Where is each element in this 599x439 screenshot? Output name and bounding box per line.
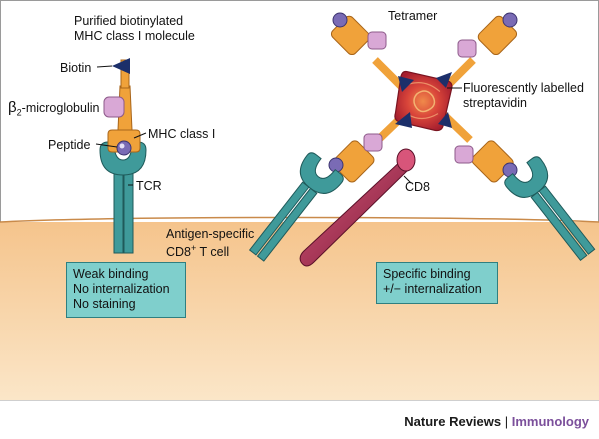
- peptide-highlight: [119, 143, 125, 149]
- cd8-stalk: [299, 157, 411, 267]
- tetramer-b2m-top-right: [457, 39, 477, 58]
- footer: [0, 400, 599, 439]
- tcr-beta-chain: [123, 164, 134, 254]
- cd8-label: CD8: [405, 180, 431, 194]
- b2-microglobulin-label: β2-microglobulin: [8, 99, 100, 120]
- tetramer-b2m-top-left: [367, 31, 387, 50]
- tcr-alpha-chain: [113, 164, 124, 254]
- monomer-complex: [95, 58, 147, 254]
- tetramer-peptide-top-left: [332, 12, 348, 28]
- b2-microglobulin: [103, 96, 125, 118]
- specific-binding-box: Specific binding +/− internalization: [376, 262, 498, 304]
- specific-box-line2: +/− internalization: [383, 282, 482, 296]
- cd8-leader: [403, 175, 412, 184]
- t-cell-label-line1: Antigen-specific: [166, 227, 255, 241]
- t-cell-cd8: CD8: [166, 245, 192, 260]
- purified-mhc-label-line1: Purified biotinylated: [74, 14, 184, 28]
- tetramer-tcr-left: [248, 152, 344, 262]
- tetramer-binding-diagram: [0, 0, 599, 400]
- t-cell-label-line2: CD8+ T cell: [166, 241, 229, 259]
- b2m-rest: -microglobulin: [21, 101, 100, 115]
- tetramer-biotin-top-right: [436, 72, 452, 88]
- t-cell-rest: T cell: [196, 245, 230, 260]
- b2m-subscript: 2: [16, 107, 22, 118]
- mhc-class-i-label: MHC class I: [148, 127, 216, 141]
- t-cell-membrane: [0, 216, 599, 223]
- weak-box-line2: No internalization: [73, 282, 170, 296]
- peptide-label: Peptide: [48, 138, 91, 152]
- tetramer-label: Tetramer: [388, 9, 438, 23]
- biotin-label: Biotin: [60, 61, 92, 75]
- peptide: [116, 140, 132, 156]
- tetramer-biotin-bottom-left: [395, 112, 412, 128]
- weak-binding-box: Weak binding No internalization No stain…: [66, 262, 186, 318]
- specific-box-line1: Specific binding: [383, 267, 471, 281]
- purified-mhc-label-line2: MHC class I molecule: [74, 29, 195, 43]
- biotin-marker: [112, 58, 130, 74]
- t-cell-plus: +: [191, 243, 197, 253]
- biotin-leader: [96, 65, 113, 68]
- weak-box-line1: Weak binding: [73, 267, 149, 281]
- tcr-label: TCR: [136, 179, 162, 193]
- tetramer-biotin-top-left: [398, 76, 414, 92]
- cd8-head: [396, 148, 416, 172]
- streptavidin-label-line2: streptavidin: [463, 96, 527, 110]
- tetramer-biotin-bottom-right: [438, 112, 452, 128]
- tetramer-peptide-top-right: [502, 12, 518, 28]
- credit-section: Immunology: [511, 414, 589, 429]
- peptide-leader: [95, 143, 118, 148]
- tetramer-complex: [248, 12, 596, 267]
- mhc-tail: [120, 59, 130, 89]
- streptavidin-label-line1: Fluorescently labelled: [463, 81, 584, 95]
- tetramer-peptide-bottom-right: [502, 162, 518, 178]
- credit-separator: |: [501, 414, 512, 429]
- b2m-beta: β: [8, 99, 17, 116]
- tetramer-tcr-right: [504, 156, 596, 262]
- credit-journal: Nature Reviews: [404, 414, 502, 429]
- weak-box-line3: No staining: [73, 297, 136, 311]
- tetramer-b2m-bottom-right: [454, 145, 474, 164]
- mhc-leader: [133, 132, 147, 139]
- tetramer-b2m-bottom-left: [363, 133, 383, 152]
- journal-credit: Nature Reviews | Immunology: [404, 414, 589, 429]
